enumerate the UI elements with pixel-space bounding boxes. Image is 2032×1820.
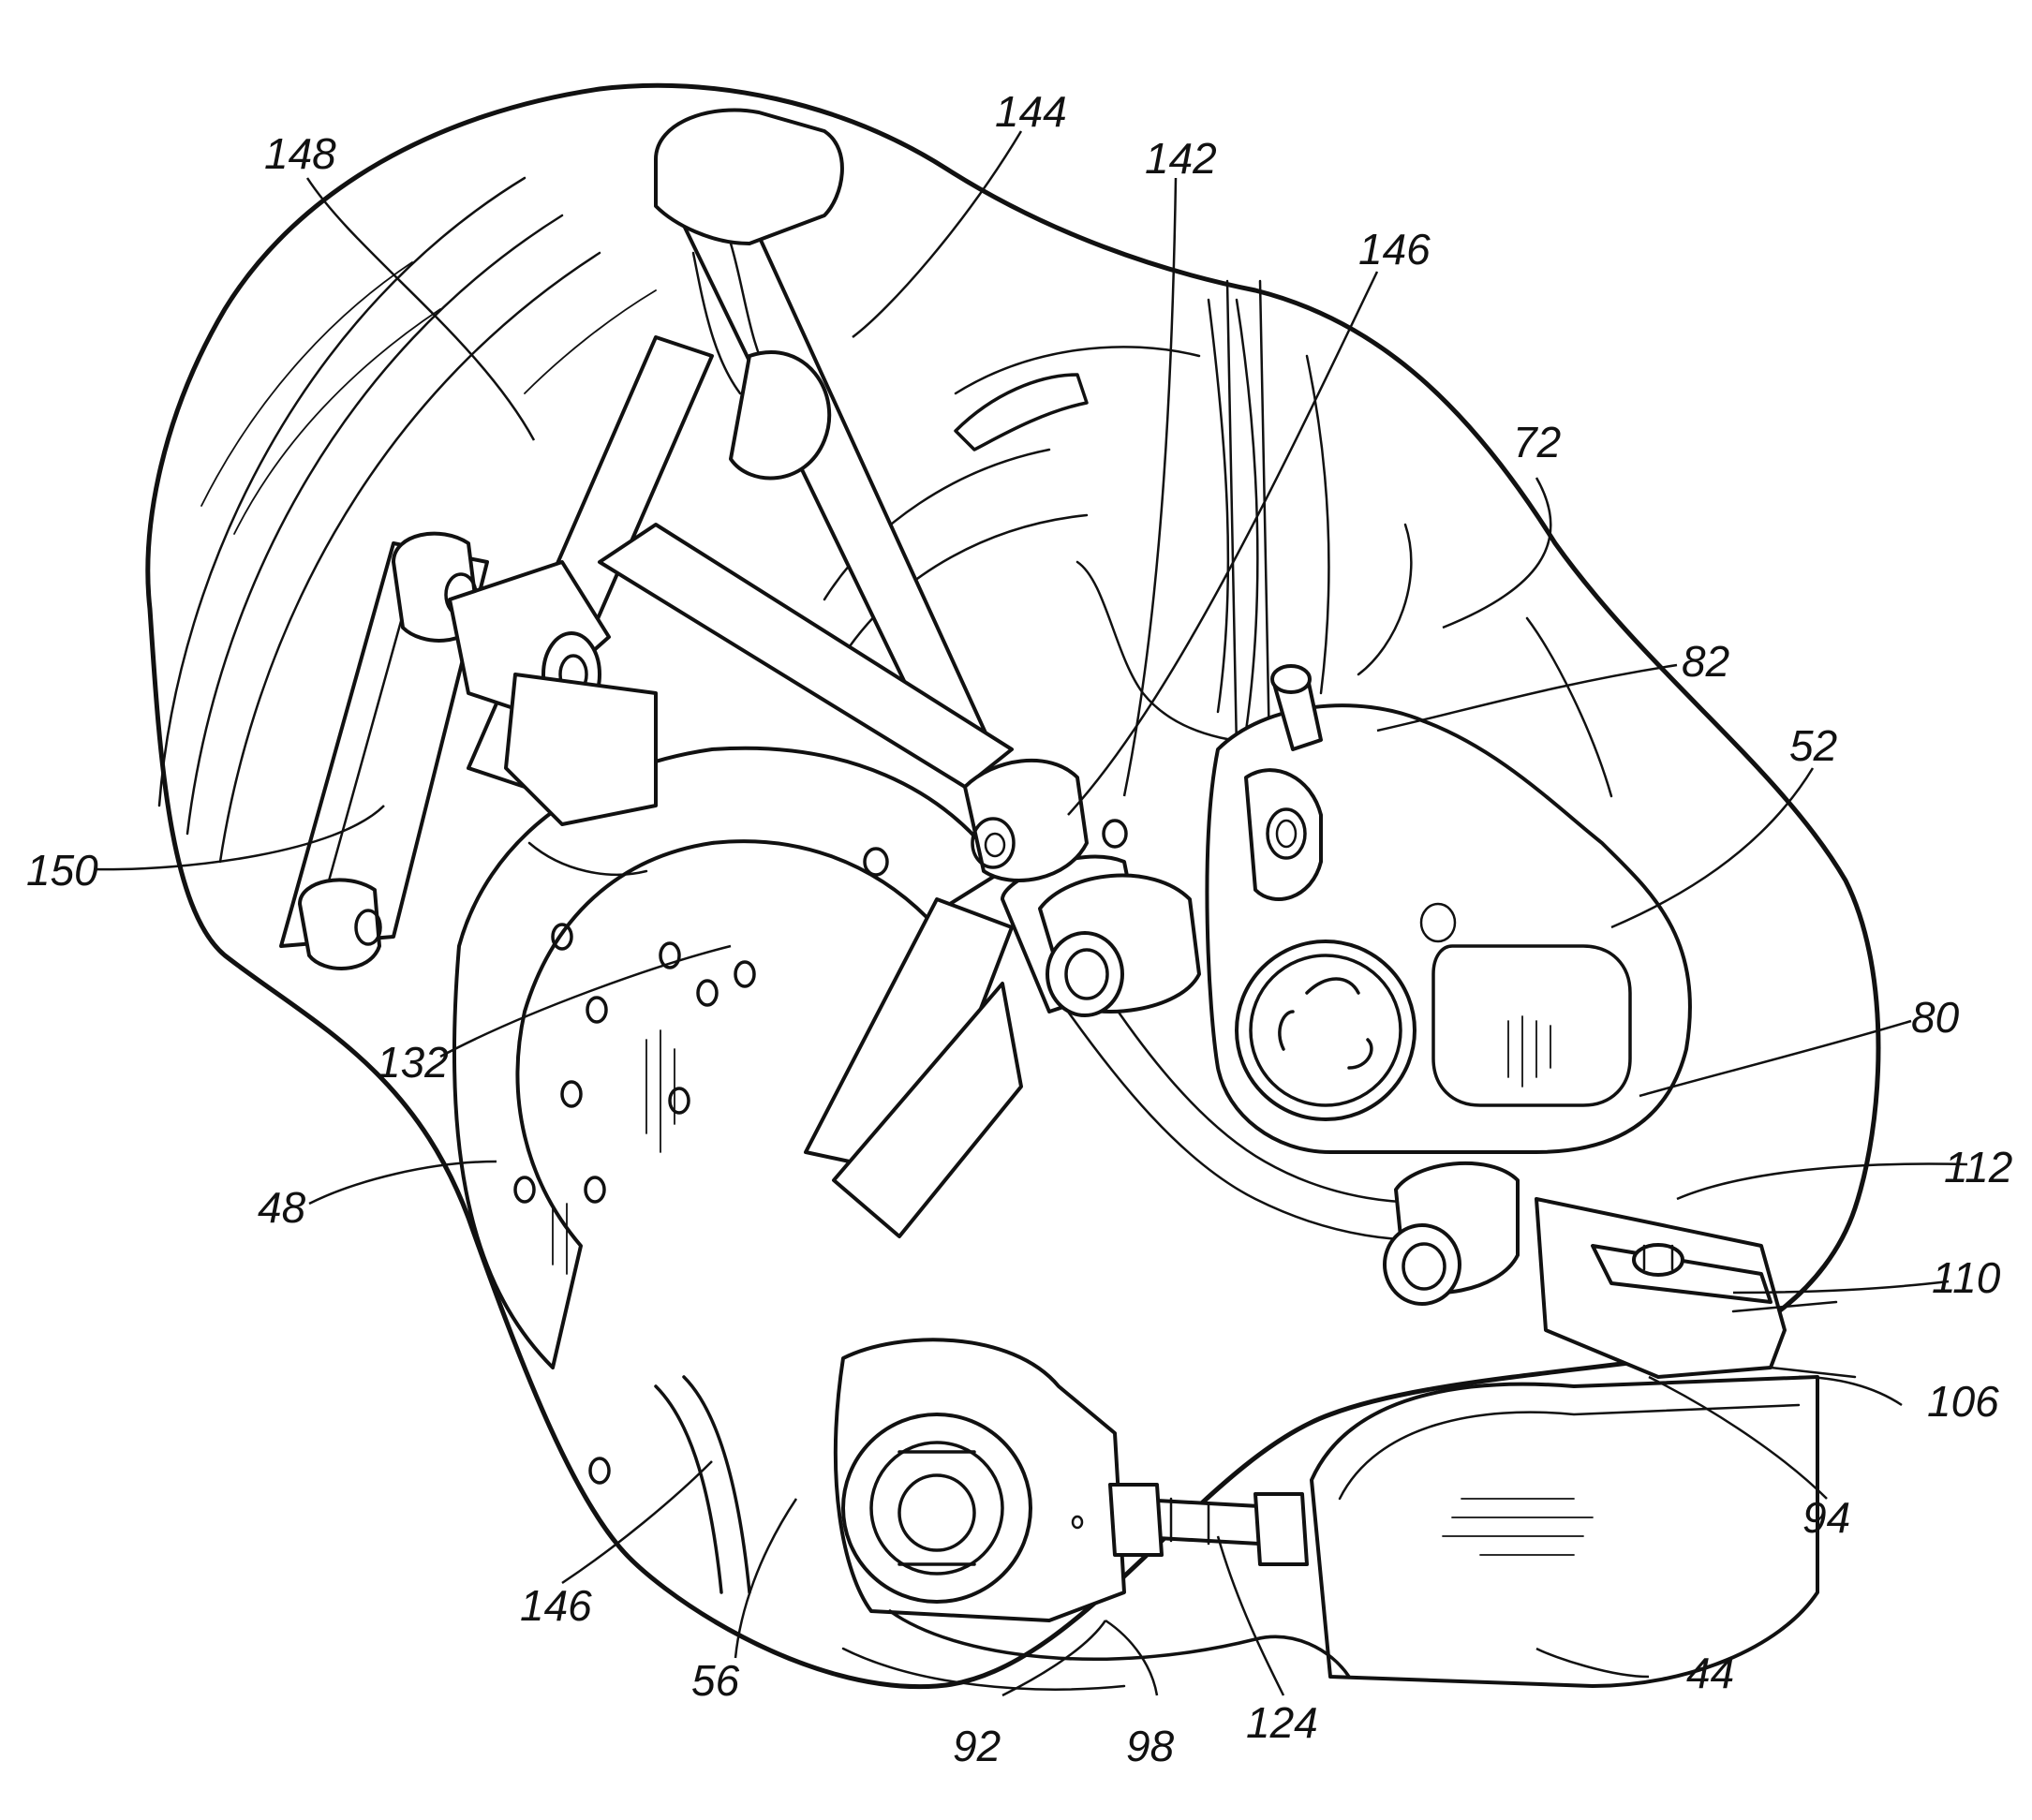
label-80: 80	[1911, 993, 1960, 1042]
label-150: 150	[26, 846, 98, 895]
label-146-top: 146	[1358, 225, 1431, 274]
label-144: 144	[995, 87, 1067, 136]
label-56: 56	[691, 1656, 740, 1705]
label-48: 48	[258, 1183, 306, 1232]
label-52: 52	[1789, 721, 1837, 770]
housing-44	[1312, 1377, 1817, 1686]
brake-caliper	[1207, 666, 1689, 1152]
label-112: 112	[1944, 1143, 2012, 1191]
axle-hub	[836, 1339, 1124, 1620]
label-146-bottom: 146	[520, 1581, 592, 1630]
label-110: 110	[1932, 1253, 2001, 1302]
label-142: 142	[1145, 134, 1217, 183]
label-92: 92	[953, 1722, 1001, 1770]
label-44: 44	[1686, 1649, 1734, 1697]
label-148: 148	[264, 129, 336, 178]
label-132: 132	[377, 1038, 449, 1087]
label-94: 94	[1802, 1493, 1850, 1542]
label-72: 72	[1513, 418, 1561, 466]
label-124: 124	[1246, 1698, 1318, 1747]
label-98: 98	[1126, 1722, 1175, 1770]
label-82: 82	[1682, 637, 1729, 686]
label-106: 106	[1927, 1377, 1999, 1426]
